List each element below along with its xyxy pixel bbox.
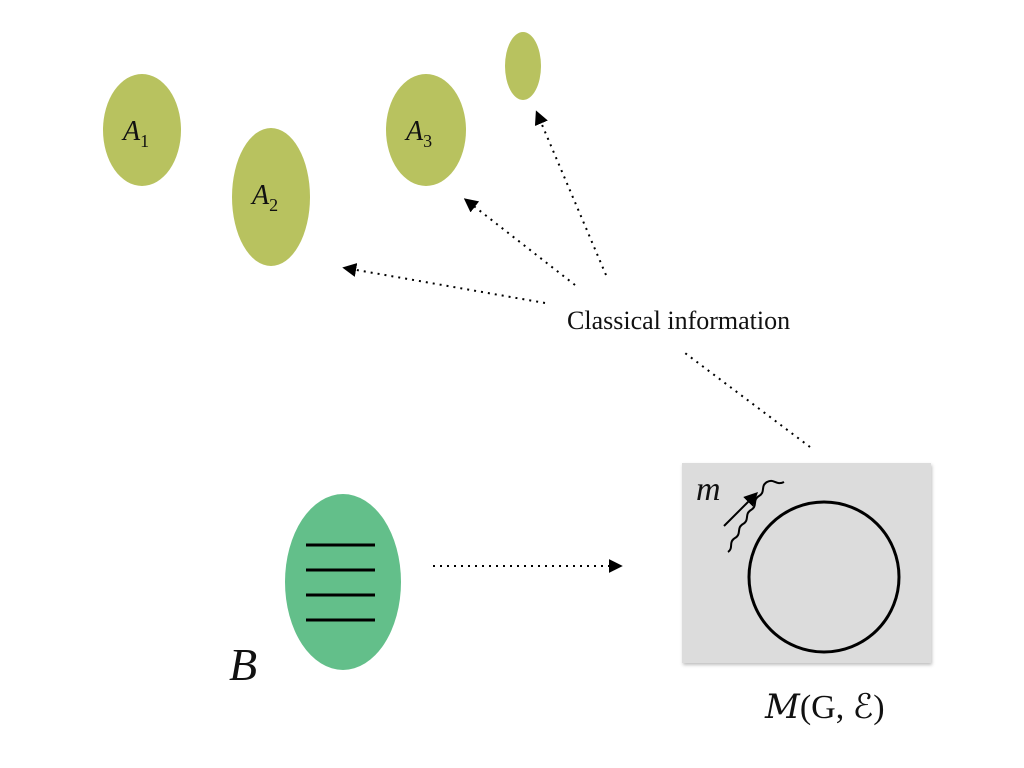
source-b-label: B: [229, 639, 257, 690]
party-a3: A3: [386, 74, 466, 186]
measurement-device: m: [682, 463, 931, 663]
party-a1-shape: [103, 74, 181, 186]
party-a1-label: A1: [121, 116, 149, 151]
arrow-to-small-party: [534, 110, 607, 276]
device-box: [682, 463, 931, 663]
arrow-to-a3: [463, 198, 576, 286]
photon-wave-icon: [727, 479, 785, 553]
device-circle: [747, 500, 901, 654]
source-b-shape: [285, 494, 401, 670]
measurement-arrow-icon: [723, 492, 758, 527]
device-caption: M(G, ℰ): [764, 687, 885, 727]
arrow-to-a2: [342, 263, 546, 304]
source-b-lines-icon: [306, 543, 375, 622]
party-a2-label: A2: [250, 180, 278, 215]
classical-arrows: [342, 110, 607, 304]
party-a3-label: A3: [404, 116, 432, 151]
device-to-label-line: [684, 352, 811, 448]
source-b: B: [229, 494, 401, 690]
party-a1: A1: [103, 74, 181, 186]
party-a3-shape: [386, 74, 466, 186]
party-a2: A2: [232, 128, 310, 266]
party-small-shape: [505, 32, 541, 100]
party-a2-shape: [232, 128, 310, 266]
measurement-m-label: m: [696, 471, 721, 508]
classical-information-label: Classical information: [567, 306, 790, 335]
